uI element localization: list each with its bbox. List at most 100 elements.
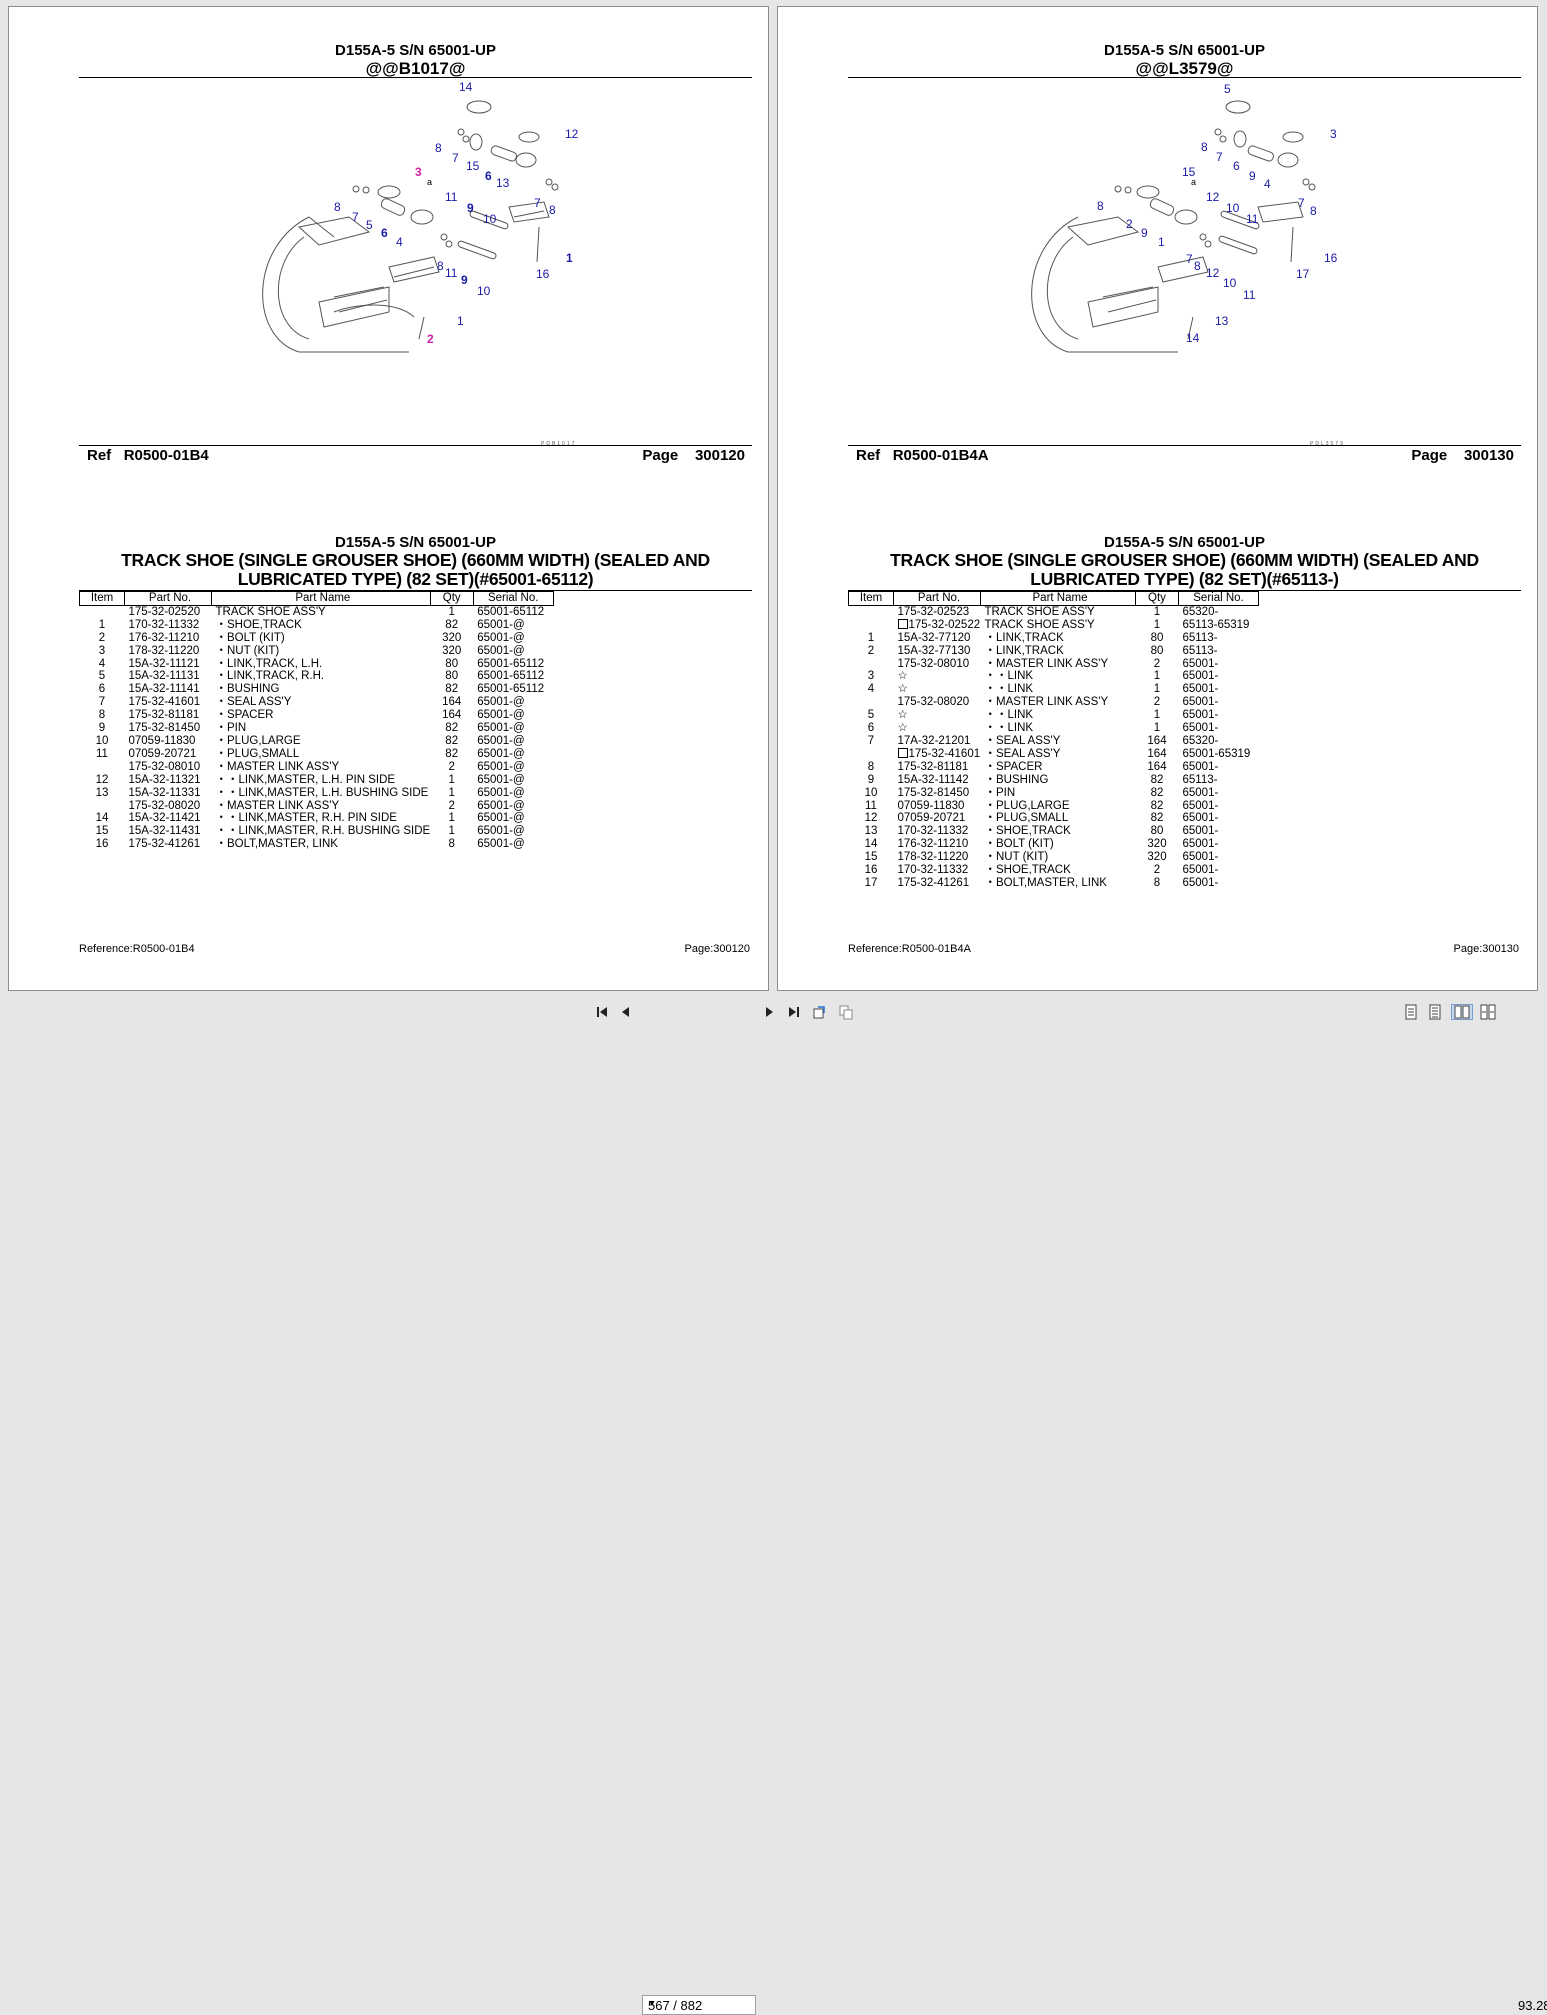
single-page-icon[interactable] xyxy=(1403,1004,1419,1020)
zoom-level[interactable]: 93.28 xyxy=(1518,1998,1547,2013)
cell-item-text: 13 xyxy=(95,786,109,799)
illustration-code: @@B1017@ xyxy=(365,59,466,78)
cell-part-name: ・LINK,TRACK, L.H. xyxy=(212,658,431,671)
cell-item: 9 xyxy=(80,722,125,735)
cell-part-name: ・SPACER xyxy=(212,709,431,722)
cell-qty: 2 xyxy=(430,800,473,813)
cell-serial: 65001-@ xyxy=(473,787,553,800)
cell-qty: 1 xyxy=(430,774,473,787)
cell-part-no: 170-32-11332 xyxy=(894,864,981,877)
cell-qty: 80 xyxy=(1136,632,1179,645)
cell-part-no-text: 175-32-08010 xyxy=(128,760,201,773)
cell-serial: 65001-@ xyxy=(473,735,553,748)
callout-label: 8 xyxy=(1201,140,1208,154)
cell-part-name-text: ・BOLT (KIT) xyxy=(984,838,1054,851)
cell-part-name-text: ・SPACER xyxy=(984,760,1043,773)
col-part-name: Part Name xyxy=(211,591,431,606)
cell-part-name: ・LINK,TRACK xyxy=(981,645,1136,658)
cell-qty: 1 xyxy=(430,825,473,838)
cell-qty: 320 xyxy=(1136,851,1179,864)
drawing-code: PDB1017 xyxy=(541,441,577,447)
cell-qty: 320 xyxy=(1136,838,1179,851)
cell-serial: 65001-65112 xyxy=(473,683,553,696)
prev-page-icon[interactable] xyxy=(618,1004,634,1020)
cell-serial: 65001-@ xyxy=(473,812,553,825)
cell-qty-text: 320 xyxy=(442,644,462,657)
cell-qty: 82 xyxy=(430,722,473,735)
cell-serial: 65001-@ xyxy=(473,696,553,709)
cell-item: 9 xyxy=(849,774,894,787)
cell-qty: 82 xyxy=(430,748,473,761)
cell-part-no-text: 175-32-81450 xyxy=(128,722,201,735)
callout-label: 14 xyxy=(1186,331,1200,345)
cell-part-no: 07059-20721 xyxy=(125,748,212,761)
cell-item: 2 xyxy=(849,645,894,658)
cell-part-name: ・・LINK,MASTER, R.H. PIN SIDE xyxy=(212,812,431,825)
cell-serial-text: 65001- xyxy=(1182,657,1219,670)
two-page-continuous-icon[interactable] xyxy=(1480,1004,1496,1020)
callout-label: 6 xyxy=(1233,159,1240,173)
col-item: Item xyxy=(848,591,894,606)
cell-qty-text: 82 xyxy=(1150,773,1164,786)
callout-label: 1 xyxy=(566,251,573,265)
cell-serial-text: 65001-65112 xyxy=(477,605,545,618)
col-part-no: Part No. xyxy=(893,591,981,606)
next-page-icon[interactable] xyxy=(761,1004,777,1020)
callout-label: 1 xyxy=(1158,235,1165,249)
callout-label: 3 xyxy=(1330,127,1337,141)
cell-item-text: 1 xyxy=(98,618,106,631)
cell-serial: 65001- xyxy=(1179,670,1259,683)
cell-item-text: 4 xyxy=(98,657,106,670)
callout-label: 4 xyxy=(1264,177,1271,191)
cell-item-text: 11 xyxy=(96,747,108,760)
chevron-down-icon[interactable]: ▼ xyxy=(648,1999,656,2008)
cell-item: 12 xyxy=(80,774,125,787)
cell-serial: 65001- xyxy=(1179,696,1259,709)
col-qty: Qty xyxy=(1135,591,1179,606)
cell-part-no-text: 15A-32-11321 xyxy=(128,773,201,786)
section-title-line: TRACK SHOE (SINGLE GROUSER SHOE) (660MM … xyxy=(121,550,710,570)
cell-serial-text: 65001-@ xyxy=(477,812,525,825)
rotate-icon[interactable] xyxy=(812,1004,828,1020)
cell-part-name-text: ・・LINK,MASTER, R.H. PIN SIDE xyxy=(215,812,397,825)
continuous-icon[interactable] xyxy=(1427,1004,1443,1020)
drawing-code: PDL3579 xyxy=(1310,441,1345,447)
two-page-icon[interactable] xyxy=(1451,1004,1473,1020)
cell-item-text: 1 xyxy=(867,631,875,644)
cell-part-no: 175-32-81181 xyxy=(894,761,981,774)
cell-part-no: 170-32-11332 xyxy=(894,825,981,838)
cell-qty-text: 82 xyxy=(445,734,459,747)
footer-page: Page:300130 xyxy=(1453,943,1519,955)
cell-item xyxy=(849,748,894,761)
cell-part-name: ・SEAL ASS'Y xyxy=(212,696,431,709)
cell-item xyxy=(80,800,125,813)
cell-serial: 65001- xyxy=(1179,709,1259,722)
cell-part-name-text: ・MASTER LINK ASS'Y xyxy=(984,657,1109,670)
last-page-icon[interactable] xyxy=(786,1004,802,1020)
model-title: D155A-5 S/N 65001-UP xyxy=(335,42,496,59)
cell-serial: 65001-65112 xyxy=(473,670,553,683)
callout-label: 7 xyxy=(1186,252,1193,266)
copy-icon[interactable] xyxy=(838,1004,854,1020)
cell-part-name-text: ・LINK,TRACK xyxy=(984,644,1064,657)
cell-qty: 1 xyxy=(1136,709,1179,722)
cell-qty: 82 xyxy=(430,683,473,696)
cell-qty-text: 164 xyxy=(442,696,462,709)
callout-label: 3 xyxy=(415,165,422,179)
page-number-input[interactable]: 567 / 882 ▼ xyxy=(642,1995,756,2015)
cell-serial: 65001-@ xyxy=(473,825,553,838)
cell-qty: 80 xyxy=(1136,825,1179,838)
cell-part-no-text: 175-32-02522 xyxy=(908,618,981,631)
cell-part-name: TRACK SHOE ASS'Y xyxy=(981,619,1136,632)
cell-serial-text: 65001- xyxy=(1182,851,1219,864)
first-page-icon[interactable] xyxy=(594,1004,610,1020)
cell-serial: 65001-@ xyxy=(473,709,553,722)
